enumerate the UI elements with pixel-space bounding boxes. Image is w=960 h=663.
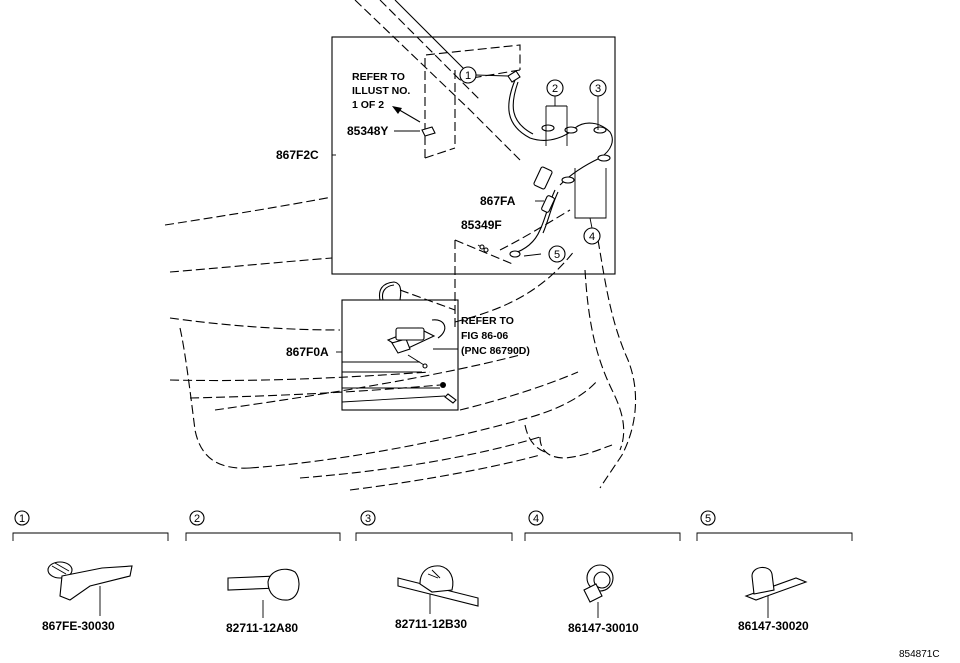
label-85348Y: 85348Y	[347, 124, 388, 138]
refer-note-1-line-1: REFER TO	[352, 71, 405, 83]
callout-label-group: 867F2C 85348Y 867FA 85349F 867F0A	[276, 124, 516, 359]
vehicle-body-outline	[164, 0, 637, 491]
refer-note-2-line-2: FIG 86-06	[461, 330, 508, 342]
clamp-82711-12B30-icon	[397, 565, 479, 614]
label-867FA: 867FA	[480, 194, 516, 208]
upper-detail-box	[331, 36, 616, 275]
callout-circle-3: 3	[589, 79, 607, 97]
legend-part-number: 82711-12B30	[395, 617, 467, 631]
refer-note-2-line-3: (PNC 86790D)	[461, 345, 530, 357]
legend-number: 5	[705, 513, 711, 525]
label-867F2C: 867F2C	[276, 148, 319, 162]
label-867F0A: 867F0A	[286, 345, 329, 359]
callout-circle-2: 2	[546, 79, 564, 97]
refer-arrow	[392, 106, 421, 123]
callout-circle-5: 5	[548, 245, 566, 263]
legend-number: 3	[365, 513, 371, 525]
callout-number: 3	[595, 83, 601, 95]
refer-note-illust: REFER TO ILLUST NO. 1 OF 2	[352, 71, 410, 111]
legend-part-number: 86147-30020	[738, 619, 809, 633]
wire-harness-upper	[421, 70, 613, 258]
leader-lines	[332, 74, 599, 257]
callout-number: 5	[554, 249, 560, 261]
illustration-id: 854871C	[899, 649, 940, 660]
legend-number: 1	[19, 513, 25, 525]
clamp-86147-30010-icon	[583, 564, 614, 618]
lower-detail-box	[341, 299, 459, 411]
lamp-leader-dash	[454, 249, 576, 323]
clamp-86147-30020-icon	[744, 566, 808, 618]
legend-number: 4	[533, 513, 539, 525]
callout-number: 2	[552, 83, 558, 95]
legend-part-number: 86147-30010	[568, 621, 639, 635]
callout-number: 1	[465, 70, 471, 82]
callout-number: 4	[589, 231, 595, 243]
legend-part-number: 82711-12A80	[226, 621, 298, 635]
refer-note-1-line-3: 1 OF 2	[352, 99, 384, 111]
callout-circle-1: 1	[459, 66, 477, 84]
legend-item-2: 2 82711-12A80	[185, 510, 341, 635]
legend-item-3: 3 82711-12B30	[355, 510, 513, 631]
clip-867FE-icon	[47, 561, 133, 616]
legend-item-1: 1 867FE-30030	[12, 510, 169, 633]
legend-item-4: 4 86147-30010	[524, 510, 681, 635]
callout-circle-4: 4	[583, 227, 601, 245]
refer-note-2-line-1: REFER TO	[461, 315, 514, 327]
refer-note-fig: REFER TO FIG 86-06 (PNC 86790D)	[461, 315, 530, 357]
clamp-82711-12A80-icon	[227, 568, 300, 618]
legend-number: 2	[194, 513, 200, 525]
refer-note-1-line-2: ILLUST NO.	[352, 85, 410, 97]
lamp-assembly	[341, 281, 458, 404]
legend-item-5: 5 86147-30020	[696, 510, 853, 633]
label-85349F: 85349F	[461, 218, 502, 232]
callout-brackets	[545, 97, 607, 229]
legend-part-number: 867FE-30030	[42, 619, 115, 633]
